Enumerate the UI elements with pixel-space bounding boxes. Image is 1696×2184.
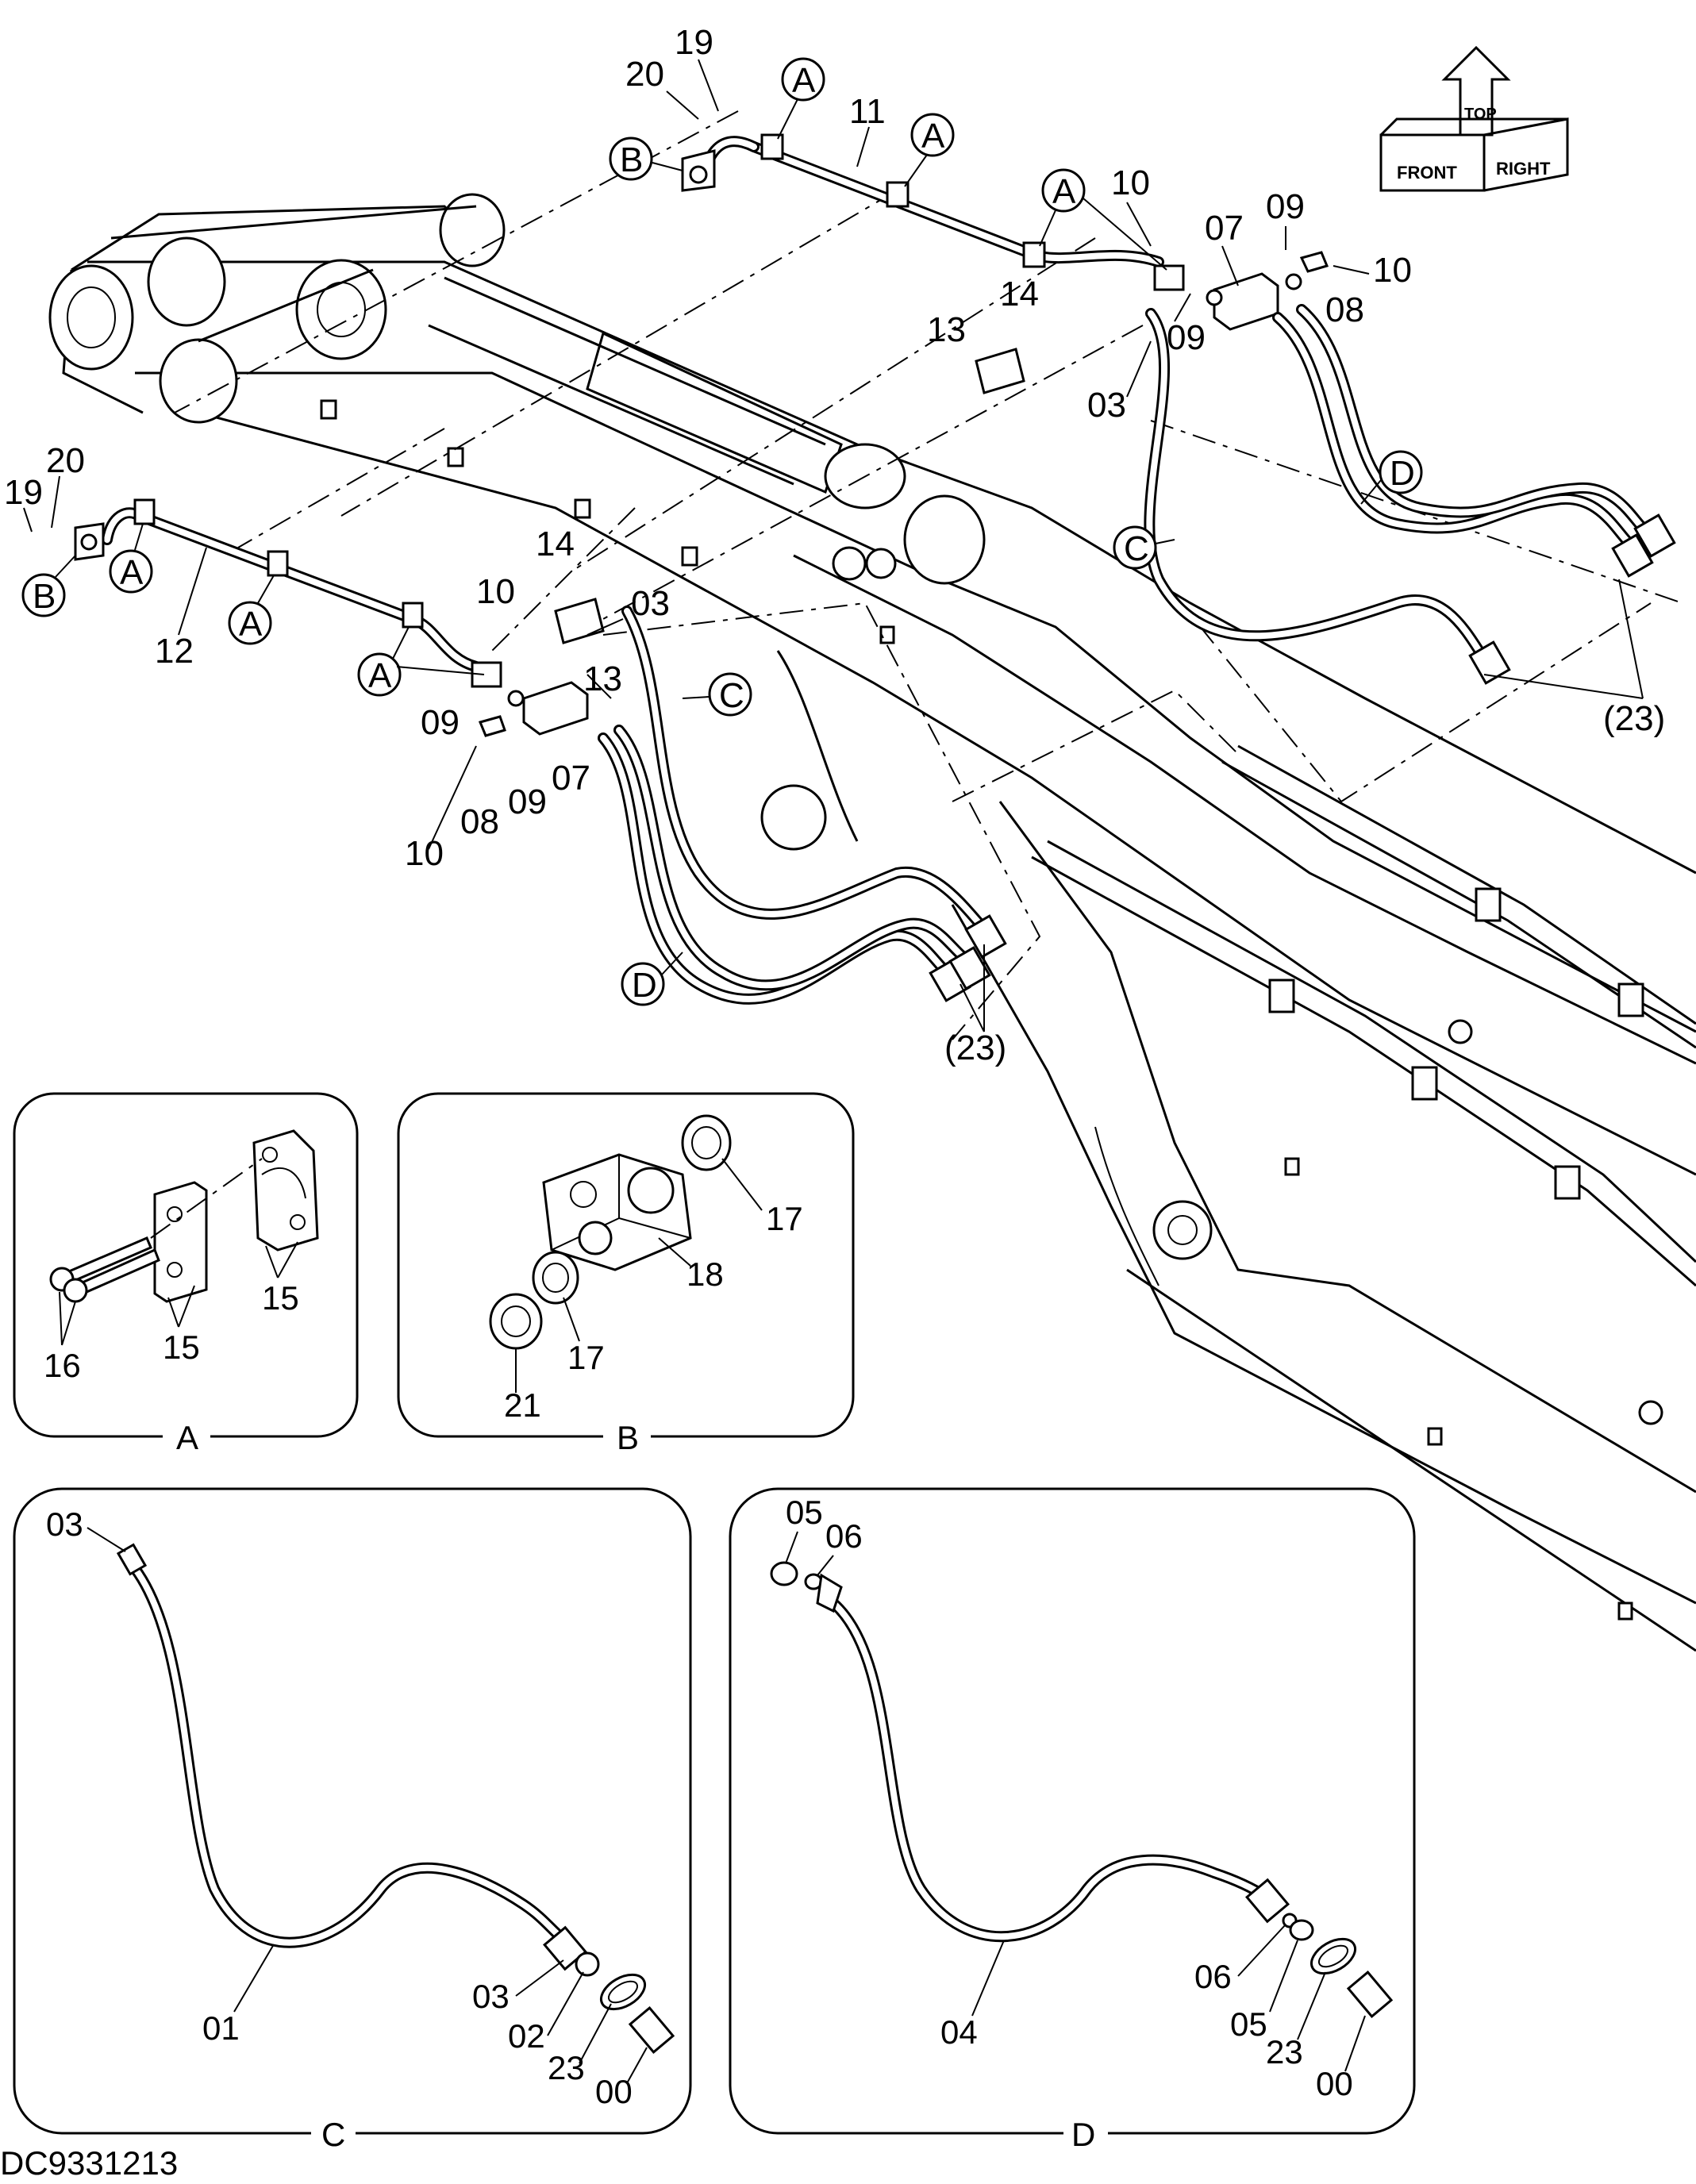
label-10-top: 10 (1111, 163, 1150, 202)
label-23-right: (23) (1603, 699, 1665, 738)
panel-d-label-00: 00 (1316, 2065, 1353, 2102)
label-19-top: 19 (675, 23, 713, 62)
label-19-left: 19 (4, 473, 43, 512)
callout-b-top: B (609, 136, 683, 181)
label-07-top: 07 (1205, 209, 1244, 248)
label-09-right: 09 (1167, 318, 1206, 357)
svg-text:D: D (1390, 454, 1415, 493)
callout-a-4: A (109, 523, 153, 594)
label-11: 11 (849, 92, 886, 131)
panel-c-caption: C (321, 2116, 345, 2153)
orientation-front-label: FRONT (1397, 163, 1457, 183)
label-07-left: 07 (552, 759, 590, 798)
label-20-top: 20 (625, 55, 664, 94)
label-08-right: 08 (1325, 290, 1364, 329)
panel-a-label-15-left: 15 (163, 1328, 200, 1366)
label-13-left: 13 (583, 659, 622, 698)
label-23-left: (23) (944, 1029, 1006, 1067)
svg-text:A: A (368, 656, 392, 695)
panel-c-label-03-bottom: 03 (472, 1978, 510, 2015)
orientation-top-label: TOP (1464, 106, 1497, 123)
label-03-left: 03 (631, 584, 670, 623)
boom-pipe-bundle (1031, 744, 1696, 1287)
label-10-right: 10 (1373, 251, 1412, 290)
detail-panel-c: C 03 01 03 02 23 00 (13, 1487, 692, 2153)
label-13-top: 13 (927, 310, 966, 349)
orientation-right-label: RIGHT (1496, 159, 1551, 179)
panel-b-label-17-left: 17 (567, 1339, 605, 1376)
main-labels: 19 20 11 10 07 09 10 08 09 14 13 03 20 1… (4, 23, 1665, 1067)
svg-text:B: B (33, 577, 56, 616)
label-08-left: 08 (460, 802, 499, 841)
panel-a-label-15-right: 15 (262, 1279, 299, 1317)
label-10-bottom: 10 (405, 834, 444, 873)
callout-d-right: D (1360, 450, 1423, 505)
panel-d-label-05-top: 05 (786, 1494, 823, 1531)
svg-text:A: A (921, 117, 945, 156)
panel-c-label-23: 23 (548, 2049, 585, 2086)
panel-a-label-16: 16 (44, 1347, 81, 1384)
label-14-top: 14 (1000, 275, 1039, 313)
label-09-left: 09 (421, 703, 460, 742)
panel-b-caption: B (617, 1419, 639, 1456)
panel-d-label-06-bottom: 06 (1194, 1958, 1232, 1995)
detail-panel-b: B 17 18 17 21 (397, 1092, 855, 1456)
panel-d-label-23: 23 (1266, 2033, 1303, 2071)
label-20-left: 20 (46, 441, 85, 480)
callout-d-left: D (621, 952, 683, 1006)
panel-b-label-17-right: 17 (766, 1200, 803, 1237)
callout-a-3: A (1039, 168, 1167, 271)
panel-c-label-02: 02 (508, 2017, 545, 2055)
drawing-code: DC9331213 (0, 2144, 178, 2182)
svg-text:A: A (1052, 172, 1076, 211)
panel-d-label-06-top: 06 (825, 1517, 863, 1555)
panel-c-label-01: 01 (202, 2009, 240, 2047)
pipe-11 (681, 133, 1185, 291)
svg-text:C: C (1124, 529, 1149, 568)
panel-c-label-00: 00 (595, 2073, 633, 2110)
callout-markers: A A A B A A A (21, 57, 1423, 1006)
detail-panel-a: A 16 15 15 (13, 1092, 359, 1456)
orientation-symbol: FRONT TOP RIGHT (1379, 45, 1569, 192)
svg-text:C: C (719, 676, 744, 715)
svg-text:D: D (632, 966, 657, 1005)
label-10-mid: 10 (476, 572, 515, 611)
callout-c-left: C (682, 672, 752, 717)
label-14-left: 14 (536, 525, 575, 563)
panel-d-label-04: 04 (940, 2013, 978, 2051)
label-03-top: 03 (1087, 386, 1126, 425)
svg-text:B: B (620, 140, 643, 179)
boom-assembly (48, 193, 1696, 1652)
panel-c-label-03-top: 03 (46, 1505, 83, 1543)
callout-a-6: A (357, 626, 485, 697)
callout-b-left: B (21, 555, 76, 617)
hoses-main (598, 304, 1676, 1005)
label-09-left2: 09 (508, 782, 547, 821)
label-12: 12 (155, 632, 194, 671)
detail-panel-d: D 05 06 04 06 05 23 00 (729, 1487, 1416, 2153)
callout-a-5: A (228, 575, 275, 645)
callout-a-2: A (904, 113, 955, 187)
label-09-top: 09 (1266, 187, 1305, 226)
svg-text:A: A (239, 605, 263, 644)
svg-text:A: A (120, 553, 144, 592)
panel-a-caption: A (176, 1419, 198, 1456)
panel-d-label-05-bottom: 05 (1230, 2005, 1267, 2043)
panel-b-label-18: 18 (686, 1255, 724, 1293)
panel-d-caption: D (1071, 2116, 1095, 2153)
svg-text:A: A (792, 61, 816, 100)
callout-c-right: C (1113, 525, 1175, 570)
pipe-12 (74, 498, 502, 688)
panel-b-label-21: 21 (504, 1386, 541, 1424)
blocks-and-clamps (478, 251, 1329, 737)
callout-a-1: A (777, 57, 825, 140)
